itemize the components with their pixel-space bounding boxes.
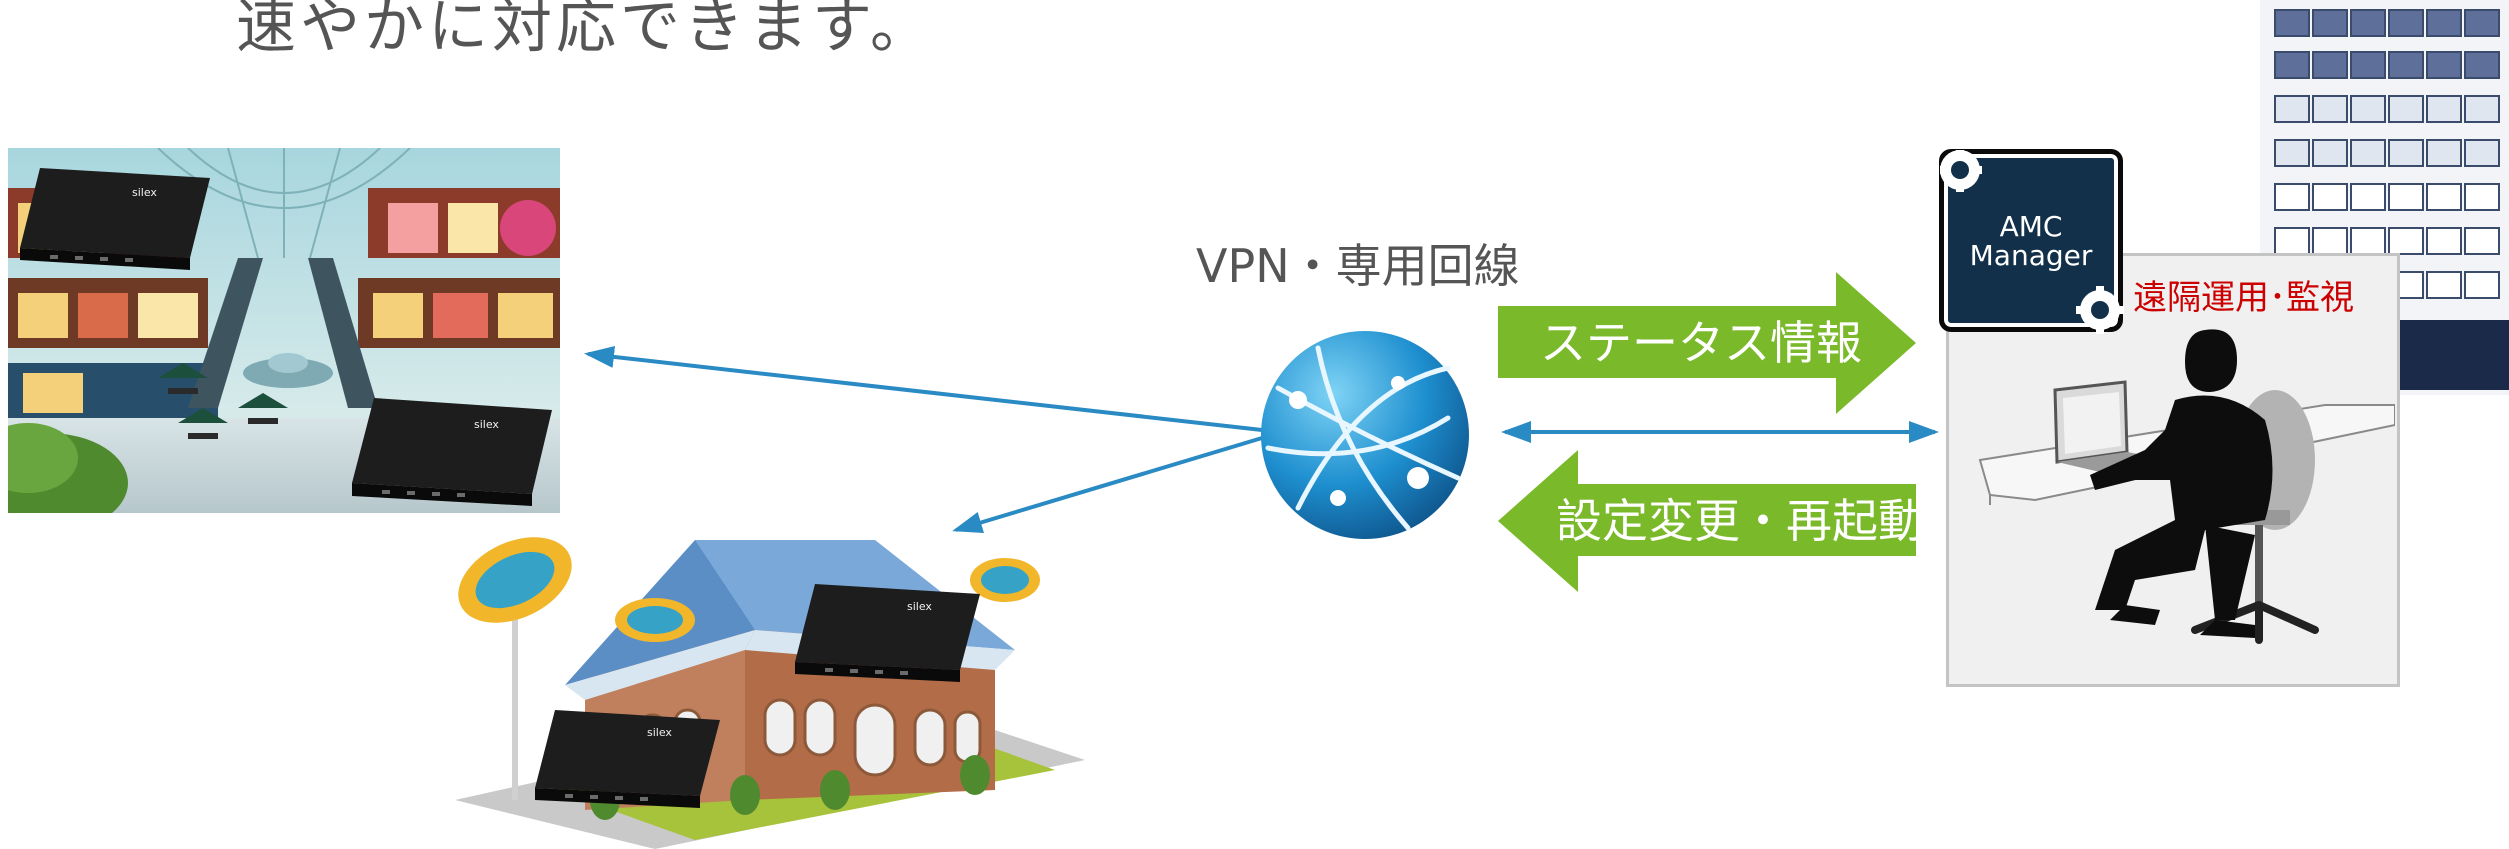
building-window — [2464, 227, 2500, 255]
device-brand: silex — [132, 186, 157, 199]
building-window — [2388, 95, 2424, 123]
building-window — [2426, 227, 2462, 255]
building-window — [2312, 51, 2348, 79]
building-window — [2388, 139, 2424, 167]
building-window — [2350, 51, 2386, 79]
person-laptop-icon — [1978, 329, 2395, 644]
building-window — [2350, 95, 2386, 123]
mall-icon — [8, 148, 560, 513]
building-window — [2388, 51, 2424, 79]
building-window — [2388, 183, 2424, 211]
device-brand: silex — [474, 418, 499, 431]
link-to-shop — [952, 436, 1263, 534]
building-window — [2388, 227, 2424, 255]
globe-network-icon — [1261, 331, 1469, 539]
building-window — [2426, 271, 2462, 299]
building-icon — [2260, 0, 2509, 395]
building-window — [2388, 9, 2424, 37]
building-window — [2312, 183, 2348, 211]
building-window — [2312, 227, 2348, 255]
building-window — [2464, 51, 2500, 79]
building-window — [2274, 139, 2310, 167]
building-window — [2350, 139, 2386, 167]
building-window — [2426, 95, 2462, 123]
building-window — [2464, 271, 2500, 299]
device-box-icon: silex — [352, 398, 552, 506]
device-box-icon: silex — [535, 710, 720, 808]
gear-icon — [1940, 150, 1982, 192]
building-window — [2426, 183, 2462, 211]
building-window — [2274, 183, 2310, 211]
network-label: VPN・専用回線 — [1196, 239, 1520, 293]
building-window — [2312, 95, 2348, 123]
badge-title-line1: AMC — [1999, 210, 2063, 243]
amc-manager-badge: AMC Manager — [1939, 149, 2124, 334]
badge-title-line2: Manager — [1969, 239, 2093, 273]
link-to-mall — [584, 345, 1263, 432]
building-window — [2464, 9, 2500, 37]
building-window — [2312, 9, 2348, 37]
building-window — [2464, 183, 2500, 211]
page-heading: 速やかに対応できます。 — [236, 0, 934, 62]
building-window — [2426, 139, 2462, 167]
building-window — [2464, 95, 2500, 123]
device-box-icon: silex — [20, 168, 210, 270]
building-window — [2426, 9, 2462, 37]
status-arrow: ステータス情報 — [1498, 272, 1916, 414]
gear-icon — [2076, 286, 2124, 334]
building-window — [2426, 51, 2462, 79]
device-brand: silex — [647, 726, 672, 739]
device-box-icon: silex — [795, 584, 980, 682]
building-window — [2350, 183, 2386, 211]
building-window — [2312, 139, 2348, 167]
status-arrow-label: ステータス情報 — [1540, 316, 1862, 370]
remote-ops-label: 遠隔運用･監視 — [2133, 278, 2354, 318]
building-entrance — [2400, 320, 2509, 390]
building-window — [2274, 95, 2310, 123]
building-window — [2274, 9, 2310, 37]
config-arrow: 設定変更・再起動 — [1498, 450, 1924, 592]
building-window — [2464, 139, 2500, 167]
config-arrow-label: 設定変更・再起動 — [1556, 494, 1924, 548]
building-window — [2274, 51, 2310, 79]
building-window — [2350, 9, 2386, 37]
device-brand: silex — [907, 600, 932, 613]
